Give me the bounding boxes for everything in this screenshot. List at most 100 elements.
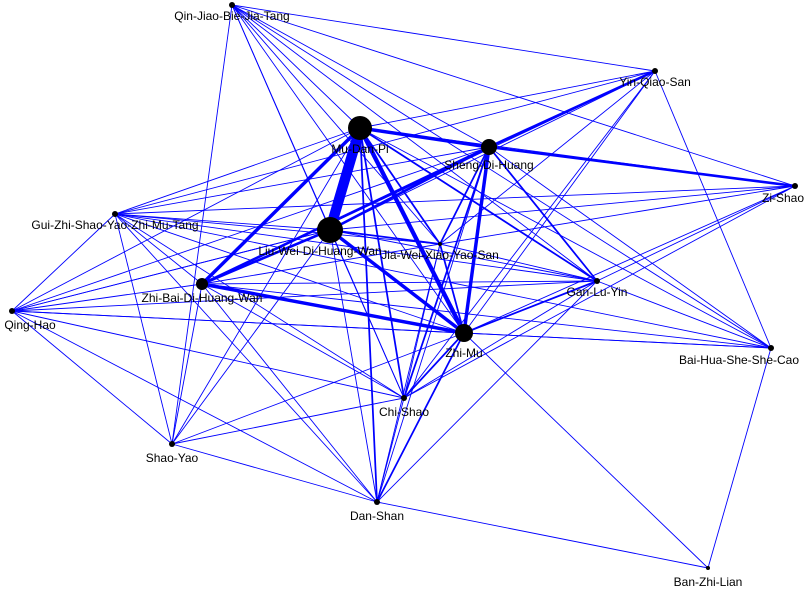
node-label-sdh: Sheng-Di-Huang [444, 158, 533, 172]
edge-lwdh-zs [329, 185, 796, 231]
node-label-zs: Zi-Shao [762, 191, 804, 205]
node-lwdh [317, 217, 343, 243]
edge-sdh-zs [488, 145, 796, 188]
edge-lwdh-gzsy [114, 213, 331, 231]
edge-zm-bzl [463, 332, 709, 569]
node-zbdh [196, 278, 208, 290]
node-label-jwxy: Jia-Wei-Xiao-Yao-San [381, 248, 499, 262]
edge-zm-qjbj [231, 4, 465, 334]
edge-jwxy-gly [439, 243, 598, 282]
edge-qjbj-zs [231, 4, 796, 187]
node-label-bzl: Ban-Zhi-Lian [674, 575, 743, 589]
node-label-sy: Shao-Yao [146, 451, 199, 465]
node-zs [792, 183, 798, 189]
edge-mdp-bhss [359, 127, 772, 349]
node-label-bhss: Bai-Hua-She-She-Cao [679, 353, 799, 367]
edge-qh-sy [11, 310, 173, 445]
edge-zbdh-qh [11, 283, 203, 312]
node-sdh [481, 139, 497, 155]
edge-zbdh-bhss [201, 283, 772, 349]
edge-mdp-gly [359, 127, 598, 282]
edge-cs-ds [376, 397, 405, 503]
edge-bhss-gzsy [114, 213, 772, 349]
edge-bhss-yqs [654, 70, 772, 349]
node-label-cs: Chi-Shao [379, 405, 429, 419]
edge-sdh-gzsy [114, 146, 490, 215]
node-zm [455, 324, 473, 342]
node-yqs [652, 68, 658, 74]
edge-mdp-zbdh [200, 126, 362, 286]
node-bhss [768, 345, 774, 351]
edge-mdp-sy [171, 127, 361, 445]
edge-qh-lwdh [11, 229, 331, 312]
edge-cs-qh [11, 310, 405, 399]
edge-jwxy-ds [376, 243, 441, 503]
edge-sdh-bhss [488, 146, 772, 349]
edge-zbdh-gzsy [114, 213, 203, 285]
edge-cs-zs [403, 185, 796, 399]
edge-zbdh-sy [171, 283, 203, 445]
edge-zm-gzsy [114, 213, 465, 334]
edge-ds-gzsy [114, 213, 378, 503]
edge-zbdh-jwxy [201, 243, 441, 285]
edge-ds-bzl [376, 501, 709, 569]
node-label-zbdh: Zhi-Bai-Di-Huang-Wan [142, 291, 263, 305]
edge-qh-bhss [11, 310, 772, 349]
edge-mdp-cs [359, 127, 405, 399]
node-label-qjbj: Qin-Jiao-Bie-Jia-Tang [174, 9, 289, 23]
edge-zbdh-ds [201, 283, 378, 503]
edge-jwxy-zs [439, 185, 796, 245]
node-sy [169, 441, 175, 447]
node-label-mdp: Mu-Dan-Pi [331, 142, 388, 156]
node-label-qh: Qing-Hao [4, 318, 56, 332]
edge-lwdh-zbdh [201, 228, 331, 286]
edge-zbdh-cs [201, 283, 405, 399]
edge-qjbj-yqs [231, 4, 656, 72]
node-label-gly: Gan-Lu-Yin [567, 285, 628, 299]
edge-sdh-gly [488, 146, 598, 282]
edge-zbdh-gly [201, 280, 598, 285]
edge-sy-ds [171, 443, 378, 503]
node-label-ds: Dan-Shan [350, 509, 404, 523]
edge-gly-bhss [596, 280, 772, 349]
edge-qjbj-sy [171, 4, 233, 445]
edge-gly-gzsy [114, 213, 598, 282]
edge-cs-sy [171, 397, 405, 445]
edge-mdp-yqs [359, 70, 656, 129]
edge-mdp-lwdh [325, 126, 365, 232]
edge-yqs-zbdh [201, 70, 656, 285]
edge-zm-yqs [463, 70, 656, 334]
node-mdp [348, 116, 372, 140]
node-label-lwdh: Liu-Wei-Di-Huang-Wan [258, 244, 381, 258]
node-jwxy [438, 242, 442, 246]
nodes-layer [9, 2, 798, 570]
node-qjbj [229, 2, 235, 8]
edge-zm-gly [463, 280, 598, 334]
edge-gly-cs [403, 280, 598, 399]
edge-jwxy-qjbj [231, 4, 441, 245]
node-gzsy [112, 211, 118, 217]
edge-qh-ds [11, 310, 378, 503]
node-label-gzsy: Gui-Zhi-Shao-Yao-Zhi-Mu-Tang [31, 218, 198, 232]
edge-mdp-qjbj [231, 4, 361, 129]
edge-gzsy-zs [114, 185, 796, 215]
edge-bhss-qjbj [231, 4, 772, 349]
node-gly [594, 278, 600, 284]
edge-sdh-zm [462, 146, 491, 334]
node-qh [9, 308, 15, 314]
node-ds [374, 499, 380, 505]
edge-zm-sy [171, 332, 465, 445]
edge-zm-ds [376, 332, 465, 503]
node-cs [401, 395, 407, 401]
edge-mdp-gzsy [114, 127, 361, 215]
edge-mdp-jwxy [359, 127, 441, 245]
edge-gzsy-yqs [114, 70, 656, 215]
node-label-yqs: Yin-Qiao-San [619, 75, 691, 89]
edge-cs-gzsy [114, 213, 405, 399]
edge-jwxy-gzsy [114, 213, 441, 245]
labels-layer: Qin-Jiao-Bie-Jia-TangYin-Qiao-SanMu-Dan-… [4, 9, 804, 589]
edge-gly-qjbj [231, 4, 598, 282]
node-bzl [706, 566, 710, 570]
edges-layer [11, 4, 796, 569]
